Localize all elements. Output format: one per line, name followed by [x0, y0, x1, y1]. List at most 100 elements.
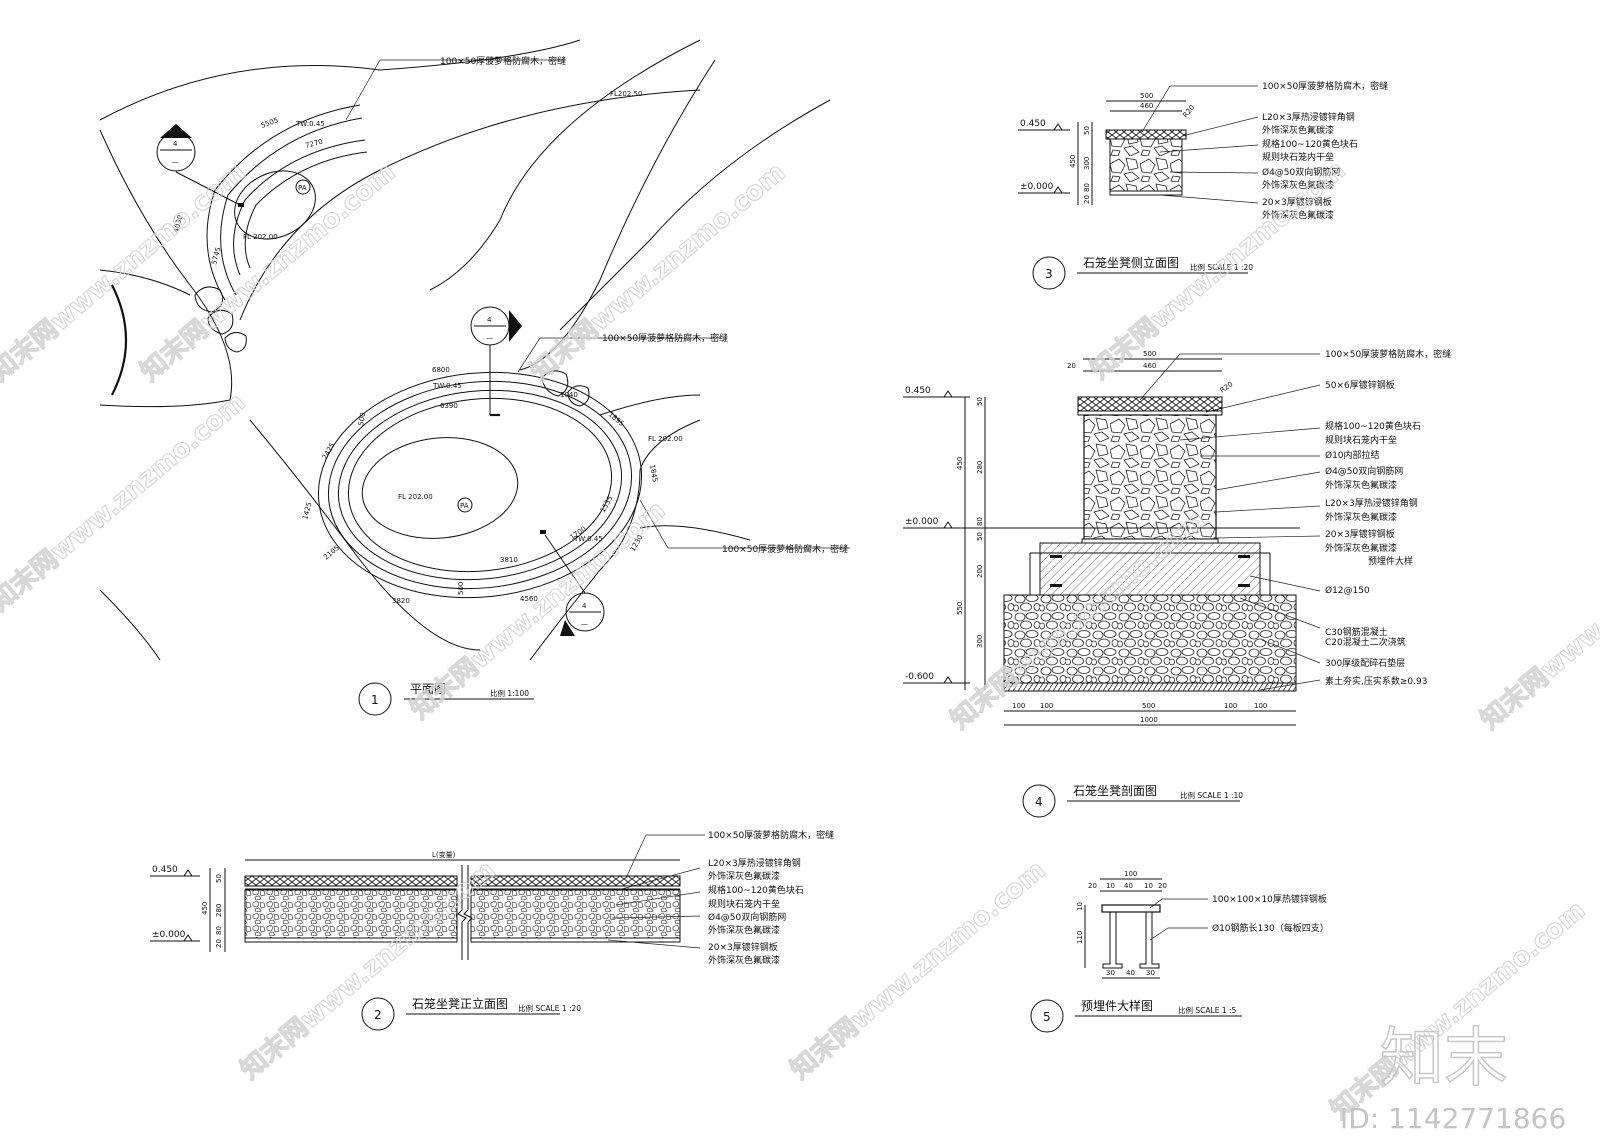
svg-text:100: 100: [1224, 702, 1237, 710]
section-title: 4 石笼坐凳剖面图 比例 SCALE 1 :10: [1022, 783, 1243, 818]
svg-text:比例 1:100: 比例 1:100: [490, 688, 529, 698]
svg-text:1425: 1425: [301, 501, 313, 520]
svg-text:4: 4: [1035, 795, 1043, 809]
svg-text:Ø4@50双向钢筋网: Ø4@50双向钢筋网: [1325, 465, 1403, 477]
watermark-logo: 知末 ID: 1142771866: [1340, 1021, 1566, 1135]
svg-text:10: 10: [1076, 902, 1084, 911]
svg-text:TW:0.45: TW:0.45: [295, 120, 325, 128]
svg-text:100: 100: [1124, 870, 1137, 878]
svg-text:40: 40: [1126, 969, 1135, 977]
svg-text:外饰深灰色氟碳漆: 外饰深灰色氟碳漆: [1262, 179, 1334, 191]
front-elevation-title: 2 石笼坐凳正立面图 比例 SCALE 1 :20: [361, 996, 581, 1031]
svg-text:100×50厚菠萝格防腐木，密缝: 100×50厚菠萝格防腐木，密缝: [722, 543, 848, 555]
section-marker-top: 4 —: [156, 124, 244, 207]
svg-text:比例 SCALE 1 :20: 比例 SCALE 1 :20: [1190, 262, 1253, 272]
svg-text:知末网www.znzmo.com: 知末网www.znzmo.com: [135, 157, 401, 387]
svg-text:外饰深灰色氟碳漆: 外饰深灰色氟碳漆: [1325, 511, 1397, 523]
svg-text:20×3厚镀锌钢板: 20×3厚镀锌钢板: [1262, 196, 1332, 208]
svg-text:规格100~120黄色块石: 规格100~120黄色块石: [1325, 420, 1421, 432]
svg-text:±0.000: ±0.000: [152, 930, 186, 940]
svg-text:规则块石笼内干垒: 规则块石笼内干垒: [708, 898, 780, 910]
svg-text:30: 30: [1106, 969, 1115, 977]
svg-text:L20×3厚热浸镀锌角钢: L20×3厚热浸镀锌角钢: [1325, 497, 1418, 509]
svg-text:—: —: [486, 334, 493, 342]
svg-text:PA: PA: [298, 184, 307, 192]
svg-text:FL 202.00: FL 202.00: [243, 233, 278, 241]
side-elevation: 500 460 R20 0.450 ±0.000 50 300 80 20 45…: [1018, 80, 1388, 290]
svg-text:3810: 3810: [500, 556, 518, 564]
svg-text:1: 1: [371, 693, 379, 707]
embed-title: 5 预埋件大样图 比例 SCALE 1 :5: [1030, 998, 1242, 1033]
svg-text:知末: 知末: [1380, 1022, 1508, 1096]
svg-text:6390: 6390: [440, 402, 458, 410]
svg-text:4560: 4560: [520, 595, 538, 603]
svg-text:460: 460: [1140, 102, 1153, 110]
svg-text:规则块石笼内干垒: 规则块石笼内干垒: [1262, 151, 1334, 163]
svg-text:知末网www.znzmo.com: 知末网www.znzmo.com: [0, 387, 251, 617]
svg-text:-0.600: -0.600: [905, 672, 934, 682]
svg-text:预埋件大样图: 预埋件大样图: [1081, 998, 1153, 1013]
svg-text:平面图: 平面图: [410, 682, 446, 696]
svg-text:280: 280: [215, 904, 223, 917]
svg-text:石笼坐凳侧立面图: 石笼坐凳侧立面图: [1083, 255, 1179, 270]
svg-text:Ø12@150: Ø12@150: [1325, 585, 1370, 596]
svg-text:500: 500: [1140, 92, 1153, 100]
svg-text:50: 50: [1083, 126, 1091, 135]
svg-text:100: 100: [1012, 702, 1025, 710]
svg-text:0.450: 0.450: [905, 386, 931, 396]
svg-text:PA: PA: [460, 502, 469, 510]
svg-text:规格100~120黄色块石: 规格100~120黄色块石: [708, 884, 804, 896]
svg-text:100×50厚菠萝格防腐木，密缝: 100×50厚菠萝格防腐木，密缝: [440, 55, 566, 67]
section-marker-bottom: 4 —: [540, 530, 605, 636]
svg-text:Ø4@50双向钢筋网: Ø4@50双向钢筋网: [1262, 166, 1340, 178]
svg-text:10: 10: [1106, 882, 1115, 890]
svg-text:450: 450: [201, 902, 209, 915]
svg-text:4: 4: [487, 316, 492, 324]
svg-text:0.450: 0.450: [152, 865, 178, 875]
svg-text:500: 500: [1142, 702, 1155, 710]
section-marker-mid: 4 —: [470, 306, 522, 417]
svg-text:外饰深灰色氟碳漆: 外饰深灰色氟碳漆: [1262, 209, 1334, 221]
svg-text:规格100~120黄色块石: 规格100~120黄色块石: [1262, 138, 1358, 150]
svg-text:TW:0.45: TW:0.45: [573, 535, 603, 543]
svg-text:20: 20: [1083, 195, 1091, 204]
svg-text:±0.000: ±0.000: [1020, 182, 1054, 192]
svg-text:1845: 1845: [648, 464, 659, 483]
svg-text:50: 50: [976, 532, 984, 541]
svg-text:FL 202.00: FL 202.00: [398, 493, 433, 501]
plan-view: 4 — 4 — 4 — PA PA FL202.50: [99, 39, 850, 716]
svg-text:5: 5: [1043, 1010, 1051, 1024]
svg-text:460: 460: [1143, 362, 1156, 370]
svg-text:素土夯实,压实系数≥0.93: 素土夯实,压实系数≥0.93: [1325, 675, 1427, 687]
svg-text:Ø4@50双向钢筋网: Ø4@50双向钢筋网: [708, 911, 786, 923]
svg-text:110: 110: [1076, 931, 1084, 944]
svg-text:Ø10钢筋长130（每板四支）: Ø10钢筋长130（每板四支）: [1212, 922, 1329, 934]
svg-text:石笼坐凳剖面图: 石笼坐凳剖面图: [1073, 783, 1157, 798]
svg-text:20: 20: [1067, 362, 1076, 370]
svg-text:100: 100: [1040, 702, 1053, 710]
svg-text:50×6厚镀锌钢板: 50×6厚镀锌钢板: [1325, 379, 1395, 391]
svg-text:C20混凝土二次浇筑: C20混凝土二次浇筑: [1325, 636, 1406, 648]
svg-text:外饰深灰色氟碳漆: 外饰深灰色氟碳漆: [1325, 479, 1397, 491]
svg-text:外饰深灰色氟碳漆: 外饰深灰色氟碳漆: [708, 924, 780, 936]
svg-text:5505: 5505: [260, 116, 279, 130]
svg-text:FL202.50: FL202.50: [610, 90, 642, 98]
svg-text:2425: 2425: [321, 442, 337, 461]
svg-text:R20: R20: [1219, 380, 1235, 394]
svg-text:4: 4: [173, 140, 178, 148]
svg-text:100×100×10厚热镀锌钢板: 100×100×10厚热镀锌钢板: [1212, 893, 1327, 905]
svg-text:7270: 7270: [304, 138, 323, 150]
svg-text:20×3厚镀锌钢板: 20×3厚镀锌钢板: [1325, 528, 1395, 540]
svg-text:80: 80: [215, 926, 223, 935]
svg-text:100×50厚菠萝格防腐木，密缝: 100×50厚菠萝格防腐木，密缝: [602, 332, 728, 344]
svg-text:500: 500: [457, 582, 465, 595]
embed-detail: 100 20 10 40 10 20 10 110 30 40 30 100×1…: [1030, 870, 1329, 1033]
svg-text:3820: 3820: [392, 597, 410, 605]
svg-text:3: 3: [1045, 267, 1053, 281]
front-elevation: L(变量) 0.450 ±0.000 50 280 80 20 450: [150, 829, 834, 1031]
svg-text:500: 500: [1143, 350, 1156, 358]
svg-text:100×50厚菠萝格防腐木，密缝: 100×50厚菠萝格防腐木，密缝: [1262, 80, 1388, 92]
svg-text:TW:0.45: TW:0.45: [432, 382, 462, 390]
svg-text:80: 80: [976, 517, 984, 526]
svg-text:280: 280: [976, 461, 984, 474]
